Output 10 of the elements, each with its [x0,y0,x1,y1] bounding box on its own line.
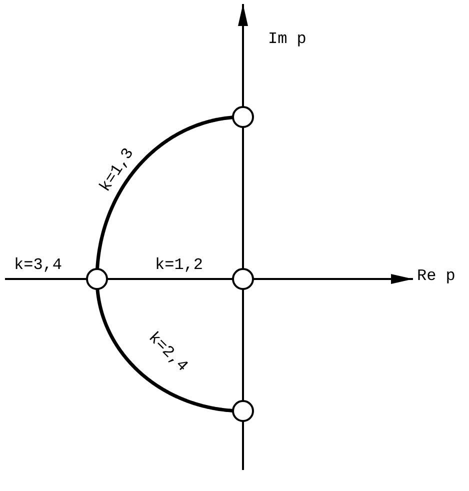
axis-label: Re p [417,267,456,285]
pole-circle [232,268,254,290]
root-locus-branch [96,116,234,270]
pole-circle [86,268,108,290]
gain-label: k=1,2 [155,256,204,274]
pole-circle [232,400,254,422]
axis-label: Im p [268,30,306,48]
gain-label: k=3,4 [14,256,62,274]
pole-circle [232,106,254,128]
root-locus-branch [96,288,234,412]
